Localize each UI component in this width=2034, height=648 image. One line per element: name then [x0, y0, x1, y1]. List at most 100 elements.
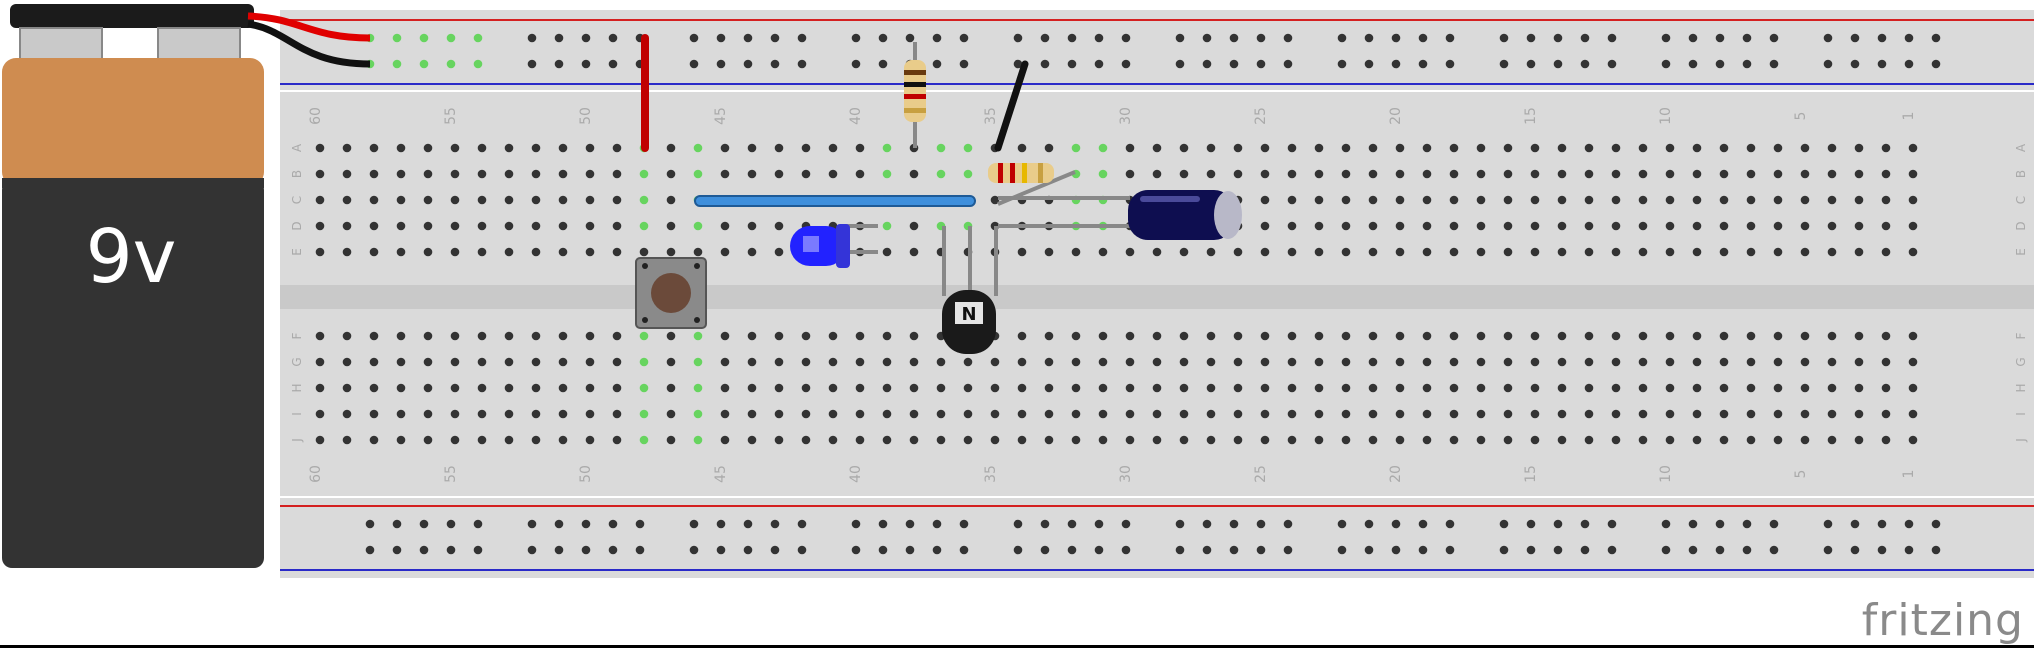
breadboard-hole — [797, 33, 807, 43]
breadboard-hole — [1908, 247, 1918, 257]
board-labels: 6060555550504545404035353030252520201515… — [290, 107, 2028, 483]
breadboard-hole — [1337, 33, 1347, 43]
breadboard-hole — [1665, 143, 1675, 153]
breadboard-hole — [1908, 409, 1918, 419]
breadboard-hole — [828, 169, 838, 179]
breadboard-hole — [1800, 435, 1810, 445]
breadboard-hole — [1422, 331, 1432, 341]
breadboard-hole — [1877, 519, 1887, 529]
column-number: 5 — [1793, 112, 1809, 121]
breadboard-hole — [1476, 383, 1486, 393]
column-number: 60 — [308, 465, 324, 483]
breadboard-hole — [315, 357, 325, 367]
breadboard-hole — [585, 383, 595, 393]
breadboard-hole — [1742, 59, 1752, 69]
breadboard-hole — [747, 221, 757, 231]
breadboard-hole — [608, 545, 618, 555]
breadboard-hole — [423, 409, 433, 419]
breadboard-hole — [747, 435, 757, 445]
breadboard-hole — [1611, 195, 1621, 205]
breadboard-hole — [1827, 169, 1837, 179]
breadboard-hole — [1908, 435, 1918, 445]
breadboard-hole — [1233, 247, 1243, 257]
breadboard-hole — [1202, 519, 1212, 529]
breadboard-hole — [1287, 195, 1297, 205]
breadboard-hole — [1422, 435, 1432, 445]
breadboard-hole — [936, 435, 946, 445]
column-number: 55 — [443, 107, 459, 125]
breadboard-hole — [1233, 143, 1243, 153]
breadboard-hole — [504, 143, 514, 153]
breadboard-hole — [473, 519, 483, 529]
row-letter: A — [2014, 143, 2028, 152]
breadboard-hole — [747, 409, 757, 419]
breadboard-hole — [720, 331, 730, 341]
breadboard-hole — [1040, 33, 1050, 43]
breadboard-hole — [342, 357, 352, 367]
breadboard-hole — [1850, 33, 1860, 43]
column-number: 60 — [308, 107, 324, 125]
breadboard-hole — [1611, 383, 1621, 393]
breadboard-hole — [689, 59, 699, 69]
breadboard-hole — [527, 33, 537, 43]
breadboard-hole — [1584, 221, 1594, 231]
breadboard-hole — [1850, 545, 1860, 555]
breadboard-hole — [1823, 545, 1833, 555]
breadboard-hole — [1638, 383, 1648, 393]
breadboard-hole — [1017, 409, 1027, 419]
breadboard-hole — [1152, 357, 1162, 367]
breadboard-hole — [1476, 169, 1486, 179]
breadboard-hole — [1823, 59, 1833, 69]
breadboard-hole — [1611, 247, 1621, 257]
breadboard-hole — [1854, 221, 1864, 231]
breadboard-hole — [1260, 435, 1270, 445]
breadboard-hole — [1341, 383, 1351, 393]
breadboard-hole — [747, 357, 757, 367]
breadboard-hole — [473, 33, 483, 43]
breadboard-hole — [1152, 247, 1162, 257]
breadboard-hole — [1449, 221, 1459, 231]
breadboard-hole — [1881, 331, 1891, 341]
breadboard-hole — [450, 435, 460, 445]
breadboard-hole — [1098, 357, 1108, 367]
row-letter: G — [290, 357, 304, 366]
breadboard-hole — [1881, 195, 1891, 205]
breadboard-hole — [666, 247, 676, 257]
breadboard-hole — [693, 357, 703, 367]
breadboard-hole — [612, 195, 622, 205]
breadboard-hole — [1395, 169, 1405, 179]
breadboard-hole — [882, 169, 892, 179]
breadboard-hole — [1256, 33, 1266, 43]
breadboard-hole — [504, 383, 514, 393]
breadboard-hole — [1422, 383, 1432, 393]
breadboard-hole — [639, 247, 649, 257]
breadboard-hole — [693, 331, 703, 341]
breadboard-hole — [1746, 221, 1756, 231]
column-number: 45 — [713, 465, 729, 483]
breadboard-hole — [801, 357, 811, 367]
breadboard-hole — [1202, 33, 1212, 43]
breadboard-hole — [878, 59, 888, 69]
breadboard-hole — [1368, 435, 1378, 445]
breadboard-hole — [450, 383, 460, 393]
breadboard-hole — [797, 59, 807, 69]
breadboard-hole — [1638, 143, 1648, 153]
breadboard-hole — [882, 143, 892, 153]
breadboard-hole — [1368, 247, 1378, 257]
breadboard-hole — [1638, 195, 1648, 205]
breadboard-hole — [1827, 143, 1837, 153]
breadboard-hole — [1908, 143, 1918, 153]
breadboard-hole — [1557, 357, 1567, 367]
breadboard-hole — [315, 169, 325, 179]
breadboard-hole — [419, 545, 429, 555]
breadboard-hole — [581, 519, 591, 529]
breadboard-hole — [612, 221, 622, 231]
breadboard-hole — [1692, 195, 1702, 205]
breadboard-hole — [1287, 247, 1297, 257]
breadboard-hole — [1094, 59, 1104, 69]
breadboard-hole — [716, 59, 726, 69]
breadboard-hole — [1908, 221, 1918, 231]
breadboard-hole — [1715, 545, 1725, 555]
breadboard-hole — [1719, 357, 1729, 367]
breadboard-hole — [693, 169, 703, 179]
